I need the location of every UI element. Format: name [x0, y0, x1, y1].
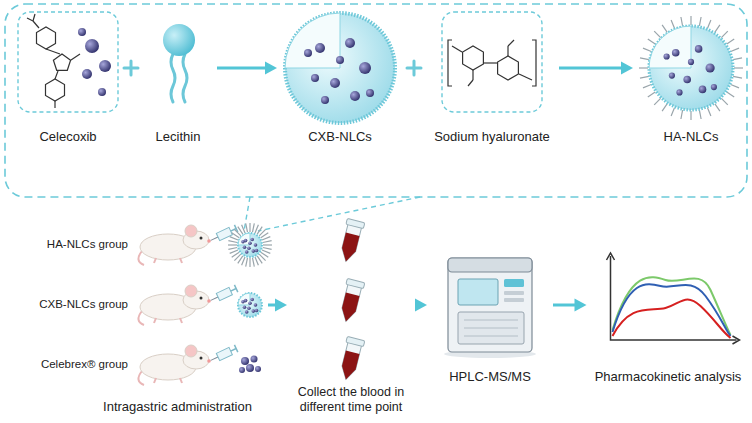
flow-arrow: [268, 299, 287, 312]
flow-arrow: [553, 299, 587, 312]
flow-arrow: [415, 299, 427, 312]
lipid-molecule-shape: [142, 10, 214, 145]
node-label: Collect the blood in different time poin…: [290, 385, 412, 415]
node-label: HPLC-MS/MS: [447, 369, 533, 385]
nanocarrier-sphere: HA-NLCs: [636, 6, 746, 145]
preparation-panel: [5, 4, 747, 197]
molecule-box-shape: [14, 10, 122, 145]
lipid-molecule: Lecithin: [142, 10, 214, 145]
group-label: Celebrex® group: [41, 358, 128, 372]
molecule-box: Celecoxib: [14, 10, 122, 145]
molecule-box-shape: [428, 10, 556, 145]
analysis-stage-shape: [590, 250, 747, 385]
node-label: CXB-NLCs: [306, 129, 374, 145]
nanocarrier-sphere-shape: [280, 6, 400, 145]
analysis-stage: Pharmacokinetic analysis: [590, 250, 747, 385]
nanocarrier-sphere: CXB-NLCs: [280, 6, 400, 145]
mouse: [138, 345, 237, 385]
instrument-stage: HPLC-MS/MS: [430, 250, 550, 385]
dosing-stage: Intragastric administration: [90, 222, 265, 415]
sampling-stage: Collect the blood in different time poin…: [290, 218, 412, 415]
mouse: [138, 285, 237, 325]
node-label: Sodium hyaluronate: [432, 129, 552, 145]
mouse-group: [138, 223, 272, 385]
dose-sphere: [228, 223, 272, 267]
instrument-stage-shape: [430, 250, 550, 385]
flow-arrow: [217, 62, 277, 75]
dose-sphere: [238, 293, 262, 317]
nanocarrier-sphere-shape: [636, 6, 746, 145]
group-label: HA-NLCs group: [47, 238, 128, 252]
node-label: Pharmacokinetic analysis: [593, 369, 744, 385]
drug-particles: [239, 356, 261, 374]
flow-arrow: [559, 62, 633, 75]
group-label: CXB-NLCs group: [39, 298, 128, 312]
node-label: Lecithin: [154, 129, 203, 145]
node-label: Intragastric administration: [101, 399, 254, 415]
node-label: Celecoxib: [37, 129, 98, 145]
pointer-line: [244, 197, 420, 231]
mouse: [138, 225, 237, 265]
molecule-box: Sodium hyaluronate: [428, 10, 556, 145]
node-label: HA-NLCs: [662, 129, 721, 145]
